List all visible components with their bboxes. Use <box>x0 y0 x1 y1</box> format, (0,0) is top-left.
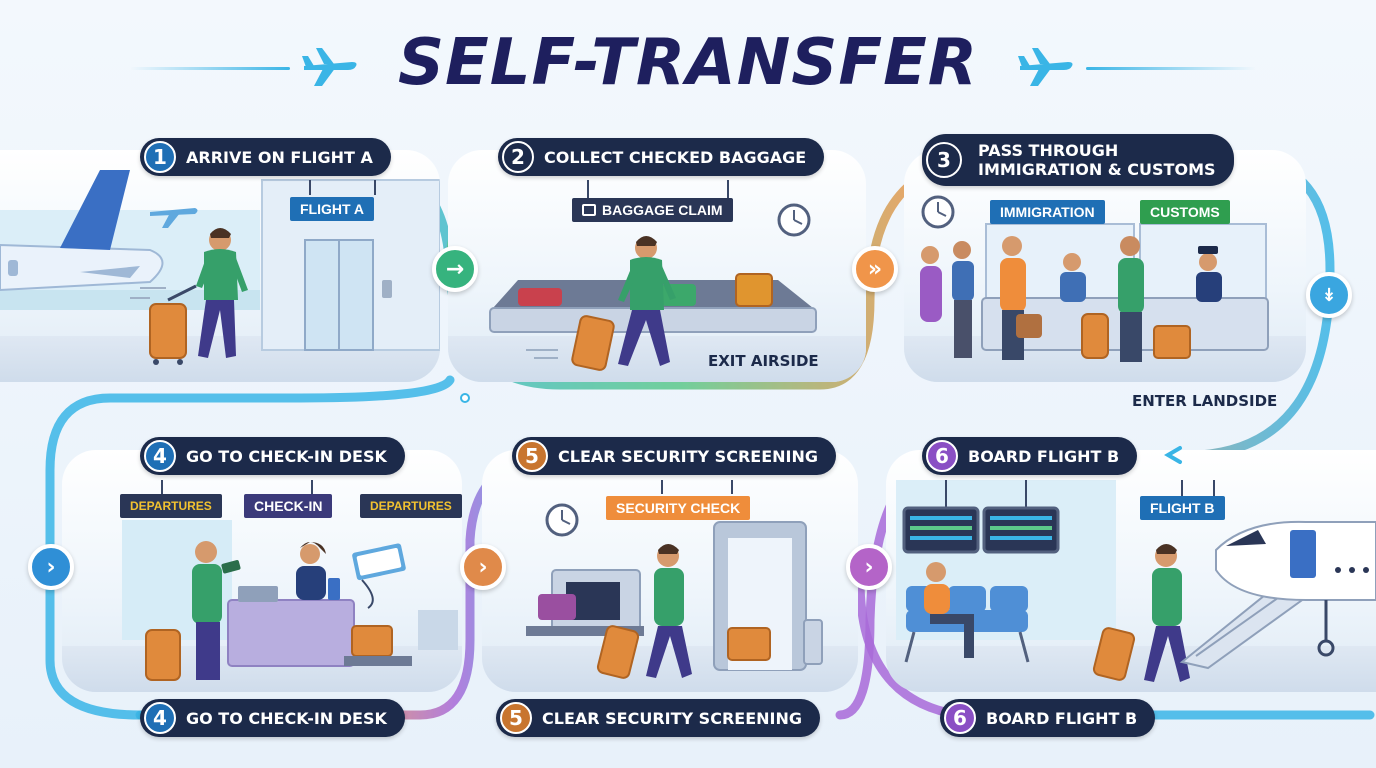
step-label: COLLECT CHECKED BAGGAGE <box>544 147 807 167</box>
sign-flight-b: FLIGHT B <box>1140 496 1225 520</box>
step-number: 5 <box>500 702 532 734</box>
chevron-right-icon: › <box>460 544 506 590</box>
step-label: CLEAR SECURITY SCREENING <box>542 708 802 728</box>
sign-security-check: SECURITY CHECK <box>606 496 751 520</box>
double-chevron-right-icon: » <box>852 246 898 292</box>
boarding-gate-illustration <box>896 480 1376 682</box>
step-label: GO TO CHECK-IN DESK <box>186 446 387 466</box>
sign-departures-left: DEPARTURES <box>120 494 222 518</box>
step-5-panel: SECURITY CHECK <box>482 450 858 692</box>
sign-check-in: CHECK-IN <box>244 494 333 518</box>
immigration-customs-illustration <box>920 195 1269 362</box>
step-label: BOARD FLIGHT B <box>986 708 1138 728</box>
airplane-icon <box>1018 48 1073 86</box>
step-number: 4 <box>144 702 176 734</box>
step-number: 1 <box>144 141 176 173</box>
step-number: 6 <box>926 440 958 472</box>
arrow-right-icon: → <box>432 246 478 292</box>
title-rule-right <box>1086 67 1256 70</box>
step-4-panel: DEPARTURES CHECK-IN DEPARTURES <box>62 450 462 692</box>
check-in-desk-illustration <box>122 480 458 681</box>
caption-exit-airside: EXIT AIRSIDE <box>708 352 819 370</box>
sign-immigration: IMMIGRATION <box>990 200 1105 224</box>
footer-pill-step-6: 6 BOARD FLIGHT B <box>940 699 1156 737</box>
step-number: 5 <box>516 440 548 472</box>
step-label: CLEAR SECURITY SCREENING <box>558 446 818 466</box>
arrival-scene-illustration <box>0 170 440 365</box>
sign-flight-a: FLIGHT A <box>290 197 375 221</box>
double-chevron-down-icon: ↡ <box>1306 272 1352 318</box>
step-label: GO TO CHECK-IN DESK <box>186 708 387 728</box>
step-label: BOARD FLIGHT B <box>968 446 1120 466</box>
chevron-right-icon: › <box>846 544 892 590</box>
step-4-pill: 4 GO TO CHECK-IN DESK <box>140 437 405 475</box>
security-screening-illustration <box>526 480 823 679</box>
footer-pill-step-5: 5 CLEAR SECURITY SCREENING <box>496 699 820 737</box>
step-3-panel: IMMIGRATION CUSTOMS <box>904 150 1306 382</box>
step-number: 2 <box>502 141 534 173</box>
step-6-panel: FLIGHT B <box>886 450 1376 692</box>
footer-pill-step-4: 4 GO TO CHECK-IN DESK <box>140 699 405 737</box>
title-rule-left <box>130 67 290 70</box>
step-number: 4 <box>144 440 176 472</box>
step-label: ARRIVE ON FLIGHT A <box>186 147 373 167</box>
baggage-claim-illustration <box>489 180 817 371</box>
step-3-pill: 3 PASS THROUGH IMMIGRATION & CUSTOMS <box>922 134 1234 186</box>
caption-enter-landside: ENTER LANDSIDE <box>1132 392 1278 410</box>
suitcase-icon <box>582 204 596 216</box>
page-title: SELF-TRANSFER <box>397 26 979 100</box>
chevron-right-icon: › <box>28 544 74 590</box>
step-label-line-1: PASS THROUGH <box>978 141 1119 160</box>
step-2-panel: BAGGAGE CLAIM EXIT AIRSIDE <box>448 150 866 382</box>
sign-departures-right: DEPARTURES <box>360 494 462 518</box>
step-label-line-2: IMMIGRATION & CUSTOMS <box>978 160 1216 179</box>
step-1-pill: 1 ARRIVE ON FLIGHT A <box>140 138 391 176</box>
sign-baggage-claim: BAGGAGE CLAIM <box>572 198 733 222</box>
step-6-pill: 6 BOARD FLIGHT B <box>922 437 1138 475</box>
step-1-panel: FLIGHT A <box>0 150 440 382</box>
step-5-pill: 5 CLEAR SECURITY SCREENING <box>512 437 836 475</box>
step-number: 3 <box>926 142 962 178</box>
step-2-pill: 2 COLLECT CHECKED BAGGAGE <box>498 138 825 176</box>
airplane-icon <box>302 48 357 86</box>
step-number: 6 <box>944 702 976 734</box>
sign-customs: CUSTOMS <box>1140 200 1230 224</box>
